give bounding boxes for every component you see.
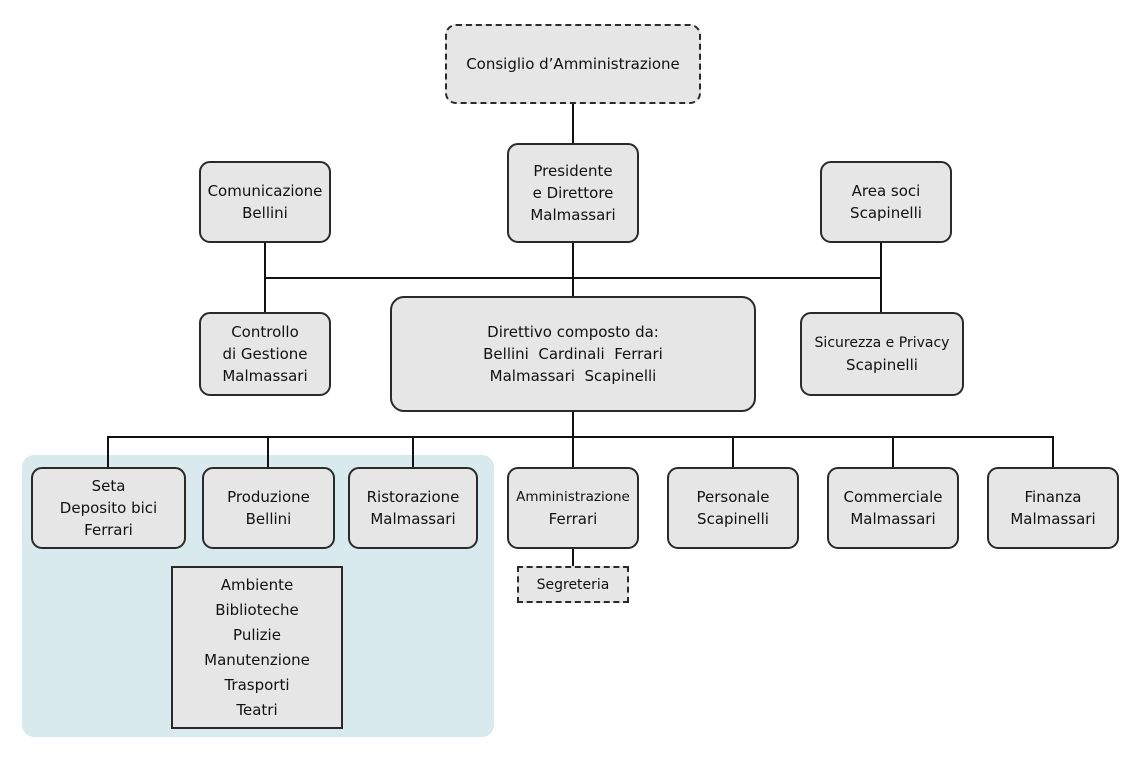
- area-soci-title: Area soci: [851, 182, 921, 200]
- commerciale-name: Malmassari: [850, 510, 936, 528]
- president-name: Malmassari: [530, 206, 616, 224]
- segreteria-label: Segreteria: [536, 576, 610, 593]
- direttivo-title: Direttivo composto da:: [487, 323, 659, 341]
- comunicazione-box: Comunicazione Bellini: [199, 161, 331, 243]
- sicurezza-name: Scapinelli: [846, 356, 918, 374]
- comunicazione-name: Bellini: [242, 204, 288, 222]
- amministrazione-box: Amministrazione Ferrari: [507, 467, 639, 549]
- ristorazione-box: Ristorazione Malmassari: [348, 467, 478, 549]
- produzione-name: Bellini: [245, 510, 292, 528]
- president-title: Presidente: [533, 162, 613, 180]
- segreteria-box: Segreteria: [517, 566, 629, 603]
- produzione-title: Produzione: [227, 488, 310, 506]
- controllo-title: Controllo: [231, 323, 299, 341]
- comunicazione-title: Comunicazione: [207, 182, 323, 200]
- finanza-name: Malmassari: [1010, 510, 1096, 528]
- controllo-name: Malmassari: [222, 367, 308, 385]
- service-item: Manutenzione: [204, 650, 310, 669]
- seta-box: Seta Deposito bici Ferrari: [31, 467, 186, 549]
- seta-name: Ferrari: [84, 521, 133, 539]
- commerciale-box: Commerciale Malmassari: [827, 467, 959, 549]
- president-subtitle: e Direttore: [532, 184, 614, 202]
- controllo-subtitle: di Gestione: [222, 345, 308, 363]
- area-soci-name: Scapinelli: [850, 204, 922, 222]
- direttivo-members-1: Bellini Cardinali Ferrari: [483, 345, 663, 363]
- finanza-box: Finanza Malmassari: [987, 467, 1119, 549]
- seta-subtitle: Deposito bici: [59, 499, 158, 517]
- commerciale-title: Commerciale: [843, 488, 943, 506]
- service-item: Biblioteche: [215, 600, 299, 619]
- board-label: Consiglio d’Amministrazione: [466, 55, 680, 73]
- direttivo-box: Direttivo composto da: Bellini Cardinali…: [390, 296, 756, 412]
- service-item: Trasporti: [224, 675, 290, 694]
- sicurezza-title: Sicurezza e Privacy: [814, 335, 950, 351]
- controllo-box: Controllo di Gestione Malmassari: [199, 312, 331, 396]
- amministrazione-title: Amministrazione: [516, 489, 630, 505]
- finanza-title: Finanza: [1024, 488, 1082, 506]
- personale-name: Scapinelli: [697, 510, 769, 528]
- area-soci-box: Area soci Scapinelli: [820, 161, 952, 243]
- president-box: Presidente e Direttore Malmassari: [507, 143, 639, 243]
- ristorazione-name: Malmassari: [370, 510, 456, 528]
- services-box: Ambiente Biblioteche Pulizie Manutenzion…: [171, 566, 343, 729]
- amministrazione-name: Ferrari: [548, 510, 598, 528]
- service-item: Pulizie: [233, 625, 281, 644]
- ristorazione-title: Ristorazione: [366, 488, 460, 506]
- direttivo-members-2: Malmassari Scapinelli: [489, 367, 657, 385]
- sicurezza-box: Sicurezza e Privacy Scapinelli: [800, 312, 964, 396]
- seta-title: Seta: [91, 477, 126, 495]
- produzione-box: Produzione Bellini: [202, 467, 335, 549]
- board-box: Consiglio d’Amministrazione: [445, 24, 701, 104]
- service-item: Teatri: [236, 700, 278, 719]
- personale-box: Personale Scapinelli: [667, 467, 799, 549]
- service-item: Ambiente: [220, 575, 294, 594]
- personale-title: Personale: [696, 488, 770, 506]
